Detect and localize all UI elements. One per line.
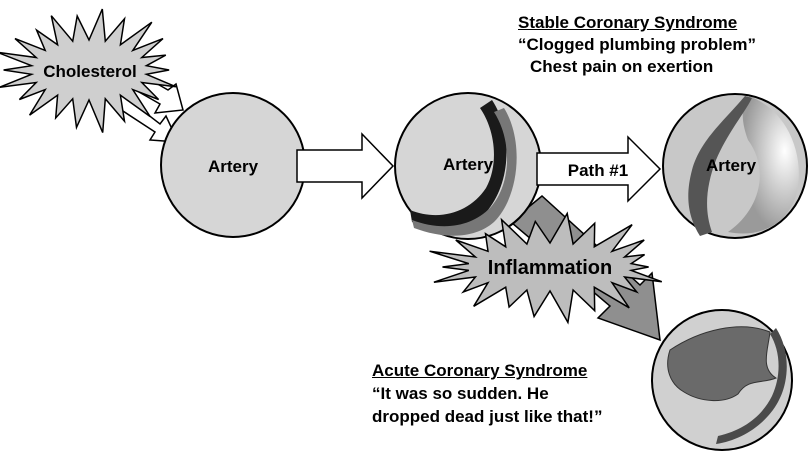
acute-syndrome-quote-line2: dropped dead just like that!” xyxy=(372,406,602,427)
artery-stable: Artery xyxy=(663,94,807,238)
path1-label: Path #1 xyxy=(568,161,628,180)
cholesterol-label: Cholesterol xyxy=(43,62,137,81)
acute-syndrome-quote-line1: “It was so sudden. He xyxy=(372,383,549,404)
stable-syndrome-symptom: Chest pain on exertion xyxy=(530,56,713,77)
artery-stable-label: Artery xyxy=(706,156,757,175)
stable-syndrome-quote: “Clogged plumbing problem” xyxy=(518,34,756,55)
cholesterol-burst: Cholesterol xyxy=(0,9,176,133)
artery-acute xyxy=(652,310,792,450)
artery-healthy: Artery xyxy=(161,93,305,237)
acute-syndrome-title: Acute Coronary Syndrome xyxy=(372,360,587,381)
artery-plaque: Artery xyxy=(395,93,541,239)
inflammation-label: Inflammation xyxy=(488,257,612,279)
arrow-path1: Path #1 xyxy=(537,137,660,201)
stable-syndrome-title: Stable Coronary Syndrome xyxy=(518,12,737,33)
artery-plaque-label: Artery xyxy=(443,155,494,174)
arrow-progression xyxy=(297,134,393,198)
artery-healthy-label: Artery xyxy=(208,157,259,176)
